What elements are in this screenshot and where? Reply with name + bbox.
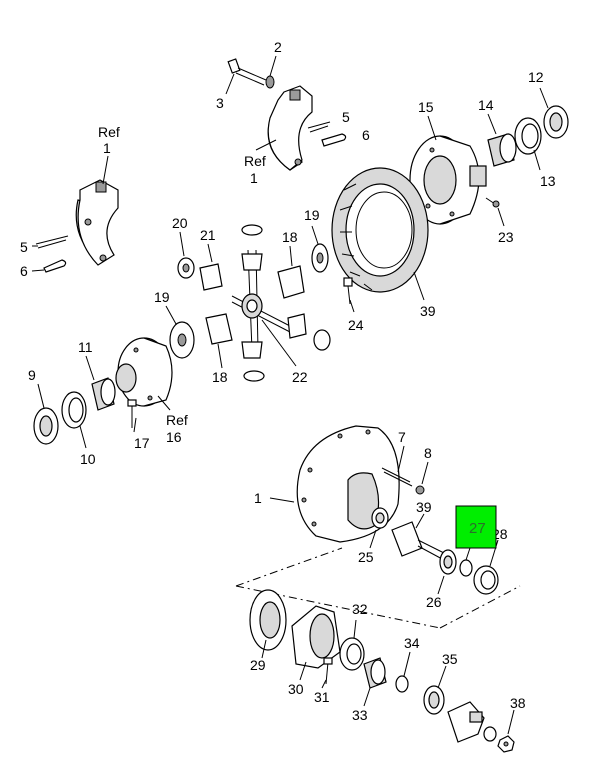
bearing-14 <box>487 133 517 167</box>
drive-pinion-39 <box>391 521 447 561</box>
seal-35 <box>423 685 445 715</box>
bearing-cone-12 <box>543 105 569 139</box>
pinion-gear-18-right <box>277 265 305 299</box>
bearing-cup-32 <box>339 637 365 671</box>
pinion-21 <box>199 263 223 291</box>
callout-35[interactable]: 35 <box>442 651 458 667</box>
callout-18-top[interactable]: 18 <box>282 229 298 245</box>
bolt-31 <box>325 661 329 685</box>
callout-34[interactable]: 34 <box>404 635 420 651</box>
callout-14[interactable]: 14 <box>478 97 494 113</box>
bearing-25 <box>371 507 389 529</box>
callout-17[interactable]: 17 <box>134 435 150 451</box>
callout-2[interactable]: 2 <box>274 39 282 55</box>
bolt-3 <box>227 58 267 86</box>
bearing-cup-28 <box>473 565 499 595</box>
callout-23[interactable]: 23 <box>498 229 514 245</box>
callout-ref: Ref <box>98 124 120 140</box>
bearing-11 <box>91 377 116 411</box>
washer-20 <box>177 257 195 279</box>
callout-20[interactable]: 20 <box>172 215 188 231</box>
nut-38 <box>497 735 515 753</box>
callout-5-left[interactable]: 5 <box>20 239 28 255</box>
cotter-pin-left <box>35 235 69 249</box>
callout-7[interactable]: 7 <box>398 429 406 445</box>
callout-27[interactable]: 27 <box>469 520 486 537</box>
callout-29[interactable]: 29 <box>250 657 266 673</box>
callout-10[interactable]: 10 <box>80 451 96 467</box>
callout-38[interactable]: 38 <box>510 695 526 711</box>
pinion-gear-bottom <box>241 341 265 382</box>
adjuster-9 <box>33 407 59 445</box>
key-top <box>321 133 347 147</box>
stud-7 <box>381 467 413 487</box>
callout-15[interactable]: 15 <box>418 99 434 115</box>
pinion-gear-top <box>241 224 263 271</box>
bearing-cap-left <box>75 179 119 266</box>
ring-gear-39 <box>331 167 429 293</box>
bearing-33 <box>363 657 387 689</box>
callout-32[interactable]: 32 <box>352 601 368 617</box>
callout-22[interactable]: 22 <box>292 369 308 385</box>
callout-6-top[interactable]: 6 <box>362 127 370 143</box>
thrust-washer-19-top <box>311 243 329 273</box>
callout-31[interactable]: 31 <box>314 689 330 705</box>
gasket-29 <box>249 589 287 651</box>
bolt-24 <box>343 277 353 305</box>
callout-39-pinion[interactable]: 39 <box>416 499 432 515</box>
callout-27-highlight[interactable]: 27 <box>455 505 497 549</box>
callout-3[interactable]: 3 <box>216 95 224 111</box>
callout-5-top[interactable]: 5 <box>342 109 350 125</box>
diff-case-16 <box>115 337 173 407</box>
callout-16[interactable]: 16 <box>166 429 182 445</box>
spacer-27 <box>459 559 473 577</box>
callout-ref-16: Ref <box>166 412 188 428</box>
bearing-26 <box>439 549 457 575</box>
callout-21[interactable]: 21 <box>200 227 216 243</box>
assembly-boundary <box>235 547 521 629</box>
callout-25[interactable]: 25 <box>358 549 374 565</box>
callout-1-top[interactable]: 1 <box>250 170 258 186</box>
bearing-cap-top <box>267 85 313 171</box>
pinion-gear-18-left <box>205 313 233 345</box>
callout-ref-top: Ref <box>244 153 266 169</box>
washer-2 <box>265 75 275 89</box>
cage-30 <box>291 605 341 669</box>
callout-33[interactable]: 33 <box>352 707 368 723</box>
key-left <box>43 259 67 273</box>
washer-34 <box>395 675 409 693</box>
callout-18-bottom[interactable]: 18 <box>212 369 228 385</box>
bearing-cup-13 <box>514 117 542 155</box>
diff-case-15 <box>409 135 487 225</box>
nut-8 <box>415 485 425 495</box>
washer-end <box>483 726 497 742</box>
callout-24[interactable]: 24 <box>348 317 364 333</box>
callout-19-top[interactable]: 19 <box>304 207 320 223</box>
cotter-pin-top <box>307 121 331 133</box>
callout-26[interactable]: 26 <box>426 594 442 610</box>
callout-1-housing[interactable]: 1 <box>254 490 262 506</box>
callout-6-left[interactable]: 6 <box>20 263 28 279</box>
yoke <box>447 701 485 743</box>
callout-13[interactable]: 13 <box>540 173 556 189</box>
callout-39-ring[interactable]: 39 <box>420 303 436 319</box>
callout-1-left[interactable]: 1 <box>103 140 111 156</box>
spider-22 <box>231 249 291 351</box>
bearing-cup-10 <box>61 391 87 429</box>
callout-12[interactable]: 12 <box>528 69 544 85</box>
pinion-gear-right-lower <box>287 313 331 351</box>
callout-8[interactable]: 8 <box>424 445 432 461</box>
callout-30[interactable]: 30 <box>288 681 304 697</box>
callout-11[interactable]: 11 <box>78 339 93 355</box>
thrust-washer-19-left <box>169 321 195 359</box>
callout-19-left[interactable]: 19 <box>154 289 170 305</box>
callout-9[interactable]: 9 <box>28 367 36 383</box>
